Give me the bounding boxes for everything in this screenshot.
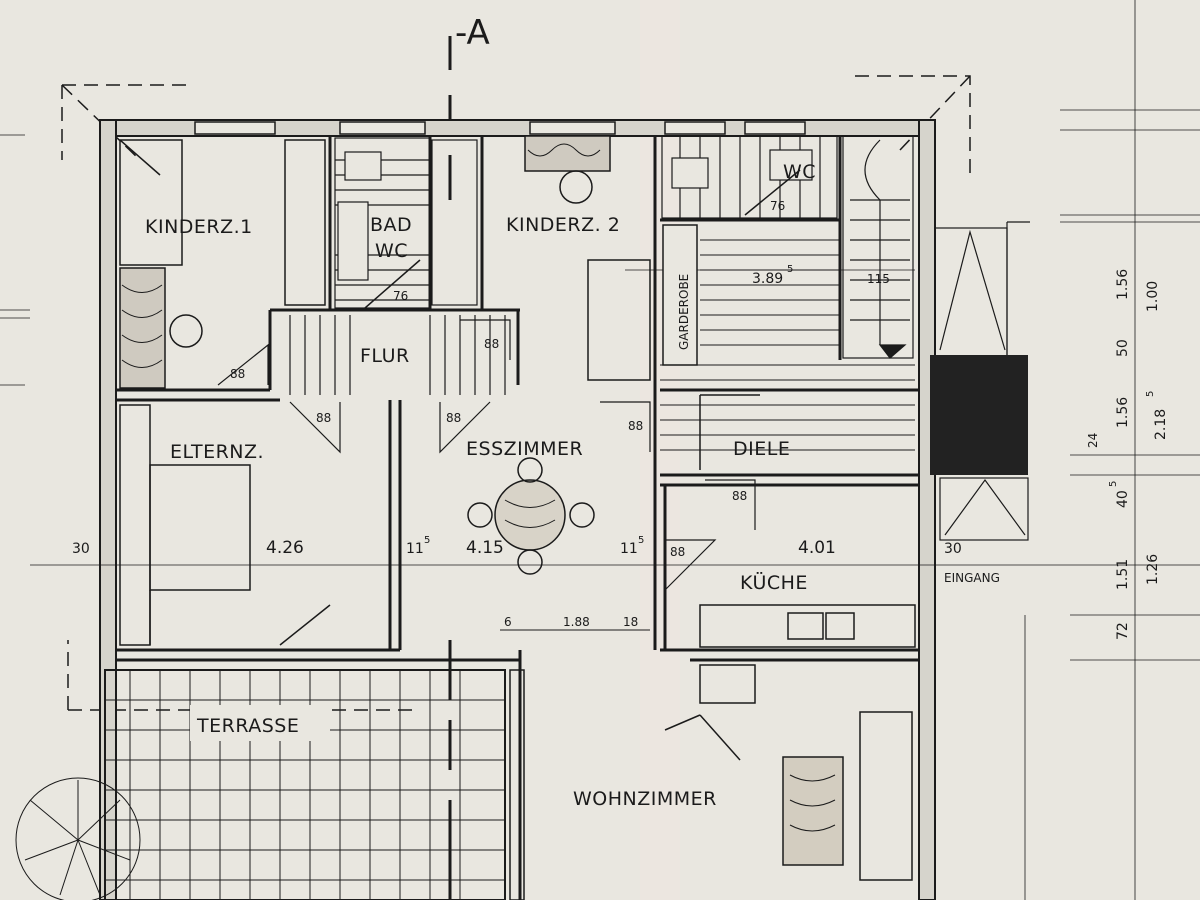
side-dim-col2-1: 1.00 bbox=[1145, 281, 1161, 312]
dim-door-5: 88 bbox=[628, 419, 643, 433]
kitchen-units bbox=[699, 394, 916, 648]
top-windows bbox=[194, 121, 806, 135]
door-swings bbox=[217, 319, 756, 591]
dim-bad-door: 76 bbox=[393, 289, 408, 303]
dining-table bbox=[467, 457, 595, 575]
size-kueche: 4.01 bbox=[798, 538, 836, 558]
size-elternz: 4.26 bbox=[266, 538, 304, 558]
dim-door-3: 88 bbox=[316, 411, 331, 425]
size-esszimmer: 4.15 bbox=[466, 538, 504, 558]
garderobe-cabinet bbox=[662, 224, 698, 366]
dim-wall-right: 30 bbox=[944, 541, 962, 557]
room-label-eingang: EINGANG bbox=[944, 571, 1000, 585]
room-label-kueche: KÜCHE bbox=[740, 571, 808, 594]
dim-diele-stair: 3.89 bbox=[752, 271, 783, 287]
dim-door-7: 88 bbox=[670, 545, 685, 559]
room-label-wohnzimmer: WOHNZIMMER bbox=[573, 788, 717, 810]
side-dim-6: 1.51 bbox=[1115, 559, 1131, 590]
dim-row-c: 18 bbox=[623, 615, 638, 629]
dim-stair: 115 bbox=[867, 272, 890, 286]
diele-stairs-hatch bbox=[625, 239, 915, 451]
staircase bbox=[842, 135, 914, 359]
wohnzimmer-furniture bbox=[509, 664, 913, 900]
bad-fixtures bbox=[334, 137, 478, 309]
outer-walls bbox=[99, 119, 936, 900]
roof-outline bbox=[61, 75, 971, 711]
tree-symbol bbox=[15, 777, 141, 900]
wc-fixtures bbox=[661, 135, 838, 219]
room-label-bad-wc: WC bbox=[375, 240, 408, 262]
dim-diele-stair-sup: 5 bbox=[787, 264, 793, 275]
side-dim-7: 72 bbox=[1115, 622, 1131, 640]
dim-door-4: 88 bbox=[446, 411, 461, 425]
dim-wall-inner-b: 11 bbox=[620, 541, 638, 557]
dim-wc-door: 76 bbox=[770, 199, 785, 213]
dim-door-6: 88 bbox=[732, 489, 747, 503]
side-dim-5: 40 bbox=[1115, 490, 1131, 508]
dim-door-2: 88 bbox=[484, 337, 499, 351]
side-dim-5-sup: 5 bbox=[1108, 481, 1119, 487]
flur-hatch bbox=[289, 315, 506, 395]
room-label-elternz: ELTERNZ. bbox=[170, 441, 264, 463]
interior-walls bbox=[116, 136, 919, 900]
dim-wall-inner-a-sup: 5 bbox=[424, 535, 430, 546]
terrace-grid bbox=[104, 669, 506, 900]
dim-wall-left: 30 bbox=[72, 541, 90, 557]
side-dim-col2-2: 2.18 bbox=[1153, 409, 1169, 440]
room-label-diele: DIELE bbox=[733, 438, 790, 460]
dim-row-a: 6 bbox=[504, 615, 512, 629]
room-label-flur: FLUR bbox=[360, 345, 410, 367]
side-dim-3: 1.56 bbox=[1115, 397, 1131, 428]
room-label-kinderz1: KINDERZ.1 bbox=[145, 216, 253, 238]
room-label-bad: BAD bbox=[370, 214, 412, 236]
terrace-label-bg bbox=[190, 705, 330, 741]
side-dim-4: 24 bbox=[1086, 433, 1100, 448]
section-marker: -A bbox=[455, 13, 490, 53]
dim-row-b: 1.88 bbox=[563, 615, 590, 629]
room-label-wc: WC bbox=[783, 161, 816, 183]
kinderz2-furniture bbox=[524, 135, 651, 381]
side-dim-1: 1.56 bbox=[1115, 269, 1131, 300]
room-label-terrasse: TERRASSE bbox=[196, 715, 299, 737]
kinderz1-furniture bbox=[119, 139, 326, 389]
dim-door-1: 88 bbox=[230, 367, 245, 381]
room-label-garderobe: GARDEROBE bbox=[677, 274, 691, 350]
room-label-kinderz2: KINDERZ. 2 bbox=[506, 214, 620, 236]
side-dim-col2-3: 1.26 bbox=[1145, 554, 1161, 585]
elternz-furniture bbox=[119, 404, 331, 646]
side-dims-col2: 1.00 2.18 5 1.26 bbox=[1145, 281, 1169, 585]
entrance-landing bbox=[930, 355, 1028, 475]
side-dims-col1: 1.56 50 1.56 24 40 5 1.51 72 bbox=[1086, 269, 1131, 640]
dim-wall-inner-a: 11 bbox=[406, 541, 424, 557]
side-dim-col2-2-sup: 5 bbox=[1145, 391, 1156, 397]
side-dim-2: 50 bbox=[1115, 339, 1131, 357]
dim-wall-inner-b-sup: 5 bbox=[638, 535, 644, 546]
room-label-esszimmer: ESSZIMMER bbox=[466, 438, 583, 460]
